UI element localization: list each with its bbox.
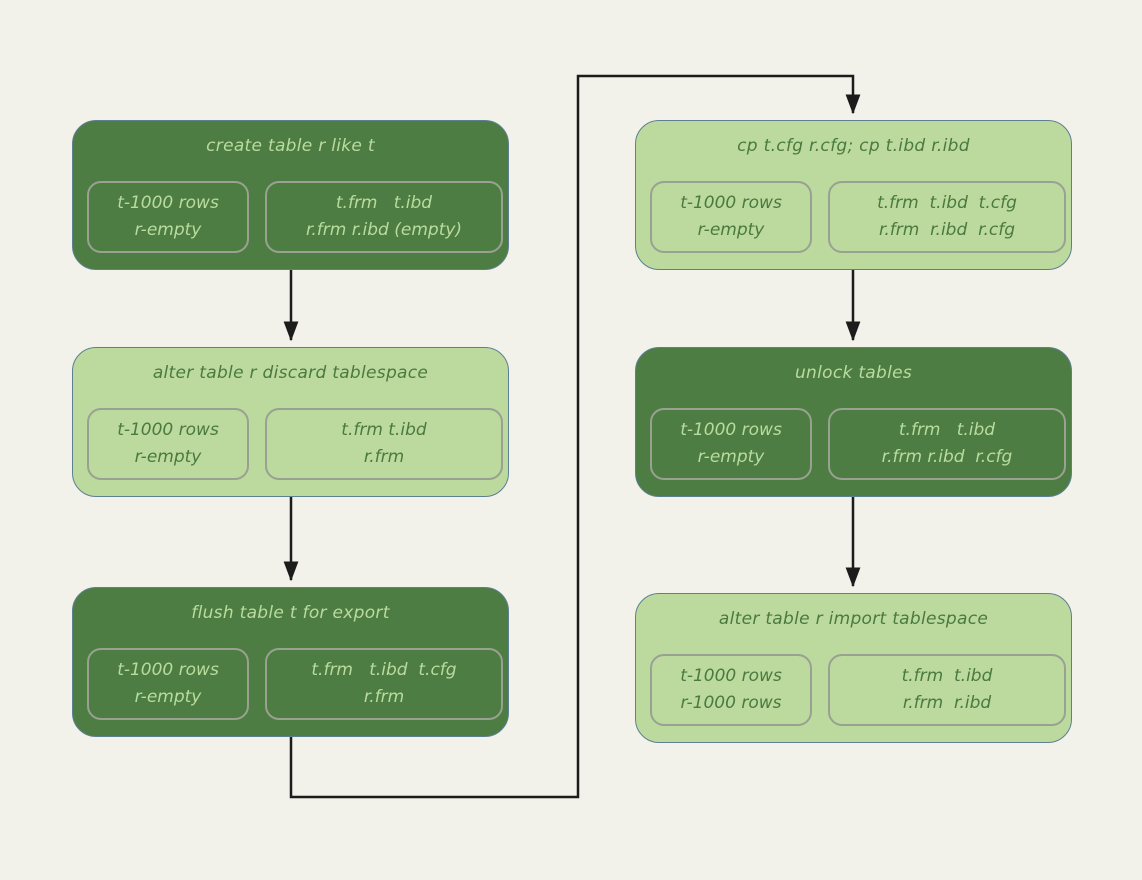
node-title: unlock tables xyxy=(794,363,913,383)
files-line: r.frm r.ibd (empty) xyxy=(305,220,463,240)
files-line: r.frm r.ibd r.cfg xyxy=(881,447,1013,467)
files-line: r.frm r.ibd r.cfg xyxy=(878,220,1016,240)
node-title: cp t.cfg r.cfg; cp t.ibd r.ibd xyxy=(737,136,970,156)
node-flush-table: flush table t for export t-1000 rows r-e… xyxy=(72,587,509,737)
files-line: r.frm r.ibd xyxy=(902,693,992,713)
node-discard-tablespace: alter table r discard tablespace t-1000 … xyxy=(72,347,509,497)
files-line: t.frm t.ibd xyxy=(898,420,996,440)
state-line: t-1000 rows xyxy=(680,666,782,686)
state-line: t-1000 rows xyxy=(680,420,782,440)
files-line: r.frm xyxy=(363,447,405,467)
state-line: r-empty xyxy=(134,220,202,240)
node-title: create table r like t xyxy=(206,136,375,156)
files-line: t.frm t.ibd t.cfg xyxy=(877,193,1017,213)
state-box: t-1000 rows r-empty xyxy=(87,648,249,720)
files-line: t.frm t.ibd xyxy=(341,420,427,440)
files-box: t.frm t.ibd t.cfg r.frm r.ibd r.cfg xyxy=(828,181,1066,253)
state-box: t-1000 rows r-empty xyxy=(650,408,812,480)
files-line: t.frm t.ibd xyxy=(335,193,433,213)
files-box: t.frm t.ibd r.frm r.ibd r.cfg xyxy=(828,408,1066,480)
node-import-tablespace: alter table r import tablespace t-1000 r… xyxy=(635,593,1072,743)
node-title: flush table t for export xyxy=(191,603,390,623)
state-box: t-1000 rows r-empty xyxy=(87,181,249,253)
files-box: t.frm t.ibd r.frm r.ibd (empty) xyxy=(265,181,503,253)
node-create-table: create table r like t t-1000 rows r-empt… xyxy=(72,120,509,270)
files-box: t.frm t.ibd r.frm r.ibd xyxy=(828,654,1066,726)
files-line: t.frm t.ibd t.cfg xyxy=(311,660,457,680)
node-copy-files: cp t.cfg r.cfg; cp t.ibd r.ibd t-1000 ro… xyxy=(635,120,1072,270)
state-box: t-1000 rows r-empty xyxy=(87,408,249,480)
files-box: t.frm t.ibd r.frm xyxy=(265,408,503,480)
state-line: r-empty xyxy=(697,447,765,467)
node-title: alter table r import tablespace xyxy=(718,609,989,629)
state-line: r-empty xyxy=(134,687,202,707)
files-line: t.frm t.ibd xyxy=(901,666,993,686)
node-unlock-tables: unlock tables t-1000 rows r-empty t.frm … xyxy=(635,347,1072,497)
state-box: t-1000 rows r-empty xyxy=(650,181,812,253)
state-line: t-1000 rows xyxy=(680,193,782,213)
node-title: alter table r discard tablespace xyxy=(152,363,429,383)
state-line: r-empty xyxy=(697,220,765,240)
state-line: t-1000 rows xyxy=(117,193,219,213)
state-line: r-empty xyxy=(134,447,202,467)
files-line: r.frm xyxy=(363,687,405,707)
files-box: t.frm t.ibd t.cfg r.frm xyxy=(265,648,503,720)
state-box: t-1000 rows r-1000 rows xyxy=(650,654,812,726)
state-line: t-1000 rows xyxy=(117,420,219,440)
state-line: t-1000 rows xyxy=(117,660,219,680)
state-line: r-1000 rows xyxy=(680,693,782,713)
